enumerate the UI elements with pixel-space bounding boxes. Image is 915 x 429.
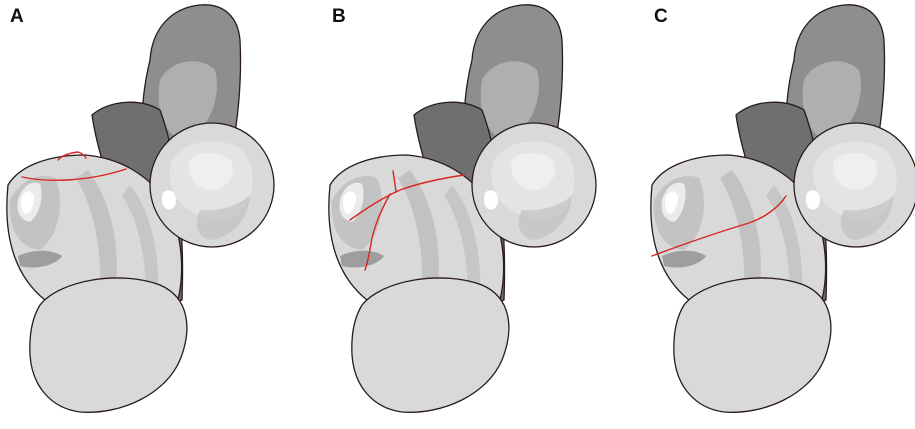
round-head-bone [471,122,597,248]
fracture-line [349,174,465,221]
bone-illustration [328,4,597,413]
panel-a: A [0,0,305,429]
main-bone-body [328,154,505,309]
fracture-lines [21,151,127,181]
fracture-line [364,193,391,271]
fracture-lines [651,195,787,257]
panel-label: A [10,6,24,27]
bone-illustration [6,4,275,413]
round-head-bone [793,122,915,248]
fracture-line [57,151,87,161]
bone-illustration [650,4,915,413]
fracture-line [392,170,397,193]
lower-bone [673,277,832,413]
panel-b: B [322,0,627,429]
main-bone-body [6,154,183,309]
panel-label: B [332,6,346,27]
panel-c: C [644,0,915,429]
lower-bone [29,277,188,413]
round-head-bone [149,122,275,248]
fracture-lines [349,170,465,271]
main-bone-body [650,154,827,309]
lower-bone [351,277,510,413]
fracture-line [21,168,127,181]
panel-label: C [654,6,668,27]
fracture-line [651,195,787,257]
